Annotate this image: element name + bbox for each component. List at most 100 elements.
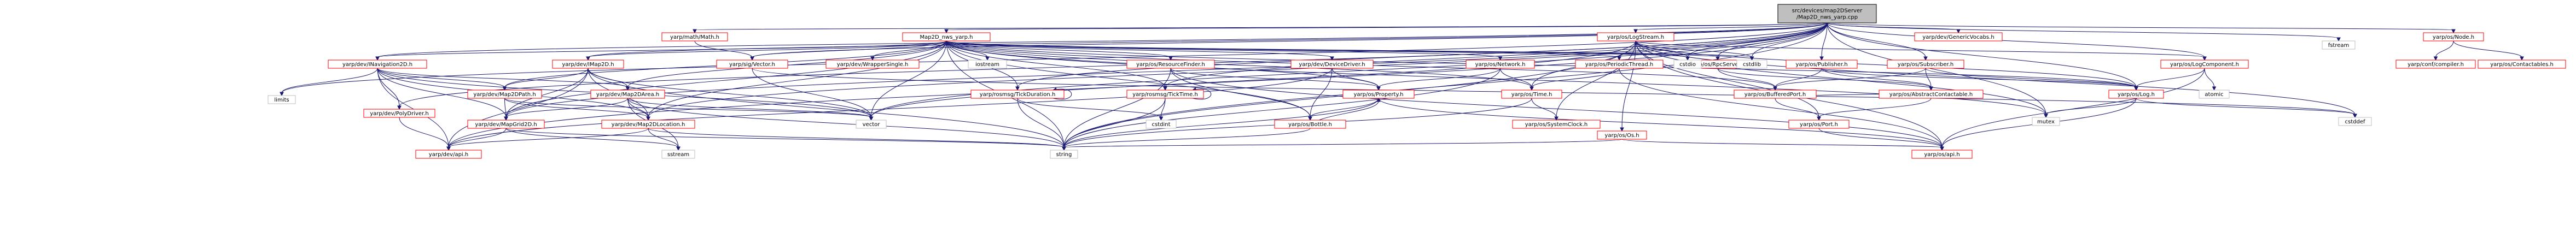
node-imap2d[interactable]: yarp/dev/IMap2D.h <box>552 60 624 69</box>
edge-map2d_nws_yarp_h-to-imap2d <box>586 40 947 61</box>
node-osapi[interactable]: yarp/os/api.h <box>1911 150 1973 159</box>
edge-mapgrid2d-to-sstream <box>505 128 681 151</box>
node-label: Map2D_nws_yarp.h <box>920 34 973 40</box>
node-map2dlocation[interactable]: yarp/dev/Map2DLocation.h <box>601 120 695 129</box>
node-systemclock[interactable]: yarp/os/SystemClock.h <box>1512 120 1601 129</box>
edge-mapgrid2d-to-string <box>505 128 1066 151</box>
node-logstream[interactable]: yarp/os/LogStream.h <box>1597 32 1674 41</box>
edge-root-to-vector <box>869 22 1828 121</box>
node-map2d_nws_yarp_h[interactable]: Map2D_nws_yarp.h <box>902 32 991 41</box>
node-inav2d[interactable]: yarp/dev/INavigation2D.h <box>328 60 427 69</box>
node-cstdio: cstdio <box>1673 60 1702 69</box>
node-math[interactable]: yarp/math/Math.h <box>661 32 728 41</box>
edge-map2d_nws_yarp_h-to-devicedriver <box>946 40 1334 61</box>
edge-root-to-logstream <box>1633 22 1828 34</box>
node-ostime[interactable]: yarp/os/Time.h <box>1501 90 1562 99</box>
node-label: iostream <box>975 62 999 68</box>
edge-logcomponent-to-atomic <box>2204 68 2217 91</box>
node-label: yarp/os/LogComponent.h <box>2170 62 2239 68</box>
edge-periodicthread-to-ostime <box>1530 68 1620 91</box>
edge-tickduration-to-string <box>1017 98 1066 151</box>
node-resourcefinder[interactable]: yarp/os/ResourceFinder.h <box>1126 60 1215 69</box>
node-yarpconfig[interactable]: yarp/conf/compiler.h <box>2395 60 2476 69</box>
edge-map2dlocation-to-sstream <box>648 128 681 151</box>
node-publisher[interactable]: yarp/os/Publisher.h <box>1786 60 1858 69</box>
node-map2dpath[interactable]: yarp/dev/Map2DPath.h <box>467 90 542 99</box>
node-ticktime[interactable]: yarp/rosmsg/TickTime.h <box>1126 90 1204 99</box>
node-network[interactable]: yarp/os/Network.h <box>1466 60 1535 69</box>
node-label: yarp/os/Port.h <box>1800 122 1838 128</box>
edge-resourcefinder-to-string <box>1062 68 1171 151</box>
node-mutex: mutex <box>2032 117 2060 126</box>
node-genericvocabs[interactable]: yarp/dev/GenericVocabs.h <box>1914 32 2003 41</box>
edge-map2d_nws_yarp_h-to-inav2d <box>375 40 947 61</box>
edge-math-to-sigvector <box>694 40 754 61</box>
node-label: yarp/dev/Map2DPath.h <box>473 92 536 98</box>
node-label: yarp/rosmsg/TickTime.h <box>1132 92 1198 98</box>
node-label: cstdint <box>1152 122 1170 128</box>
edge-node-to-yarpconfig <box>2433 40 2454 61</box>
node-label: yarp/os/Subscriber.h <box>1898 62 1953 68</box>
edge-root-to-rpcserver <box>1716 22 1828 61</box>
edge-root-to-publisher <box>1819 22 1828 61</box>
node-label: yarp/dev/MapGrid2D.h <box>475 122 537 128</box>
node-label: yarp/os/Node.h <box>2433 34 2474 40</box>
node-label: yarp/os/LogStream.h <box>1607 34 1664 40</box>
node-logcomponent[interactable]: yarp/os/LogComponent.h <box>2160 60 2249 69</box>
node-label: yarp/dev/DeviceDriver.h <box>1299 62 1365 68</box>
edge-map2d_nws_yarp_h-to-ticktime <box>946 40 1167 91</box>
node-bottle[interactable]: yarp/os/Bottle.h <box>1274 120 1346 129</box>
node-map2darea[interactable]: yarp/dev/Map2DArea.h <box>590 90 665 99</box>
node-tickduration[interactable]: yarp/rosmsg/TickDuration.h <box>970 90 1065 99</box>
node-fstream: fstream <box>2322 40 2356 50</box>
edge-mapgrid2d-to-devapi <box>446 128 507 151</box>
node-label: yarp/dev/WrapperSingle.h <box>837 62 909 68</box>
edge-osh-to-osapi <box>1621 139 1944 151</box>
edge-map2dlocation-to-devapi <box>446 128 649 151</box>
edge-osh-to-string <box>1062 139 1623 151</box>
node-devicedriver[interactable]: yarp/dev/DeviceDriver.h <box>1290 60 1374 69</box>
node-label: /Map2D_nws_yarp.cpp <box>1796 15 1858 21</box>
node-label: yarp/dev/IMap2D.h <box>562 62 614 68</box>
edge-root-to-math <box>693 22 1828 34</box>
node-osh[interactable]: yarp/os/Os.h <box>1597 130 1647 140</box>
edge-inav2d-to-polydriver <box>377 68 402 110</box>
node-label: yarp/os/Property.h <box>1354 92 1404 98</box>
node-periodicthread[interactable]: yarp/os/PeriodicThread.h <box>1575 60 1664 69</box>
node-limits: limits <box>268 95 296 104</box>
node-devapi[interactable]: yarp/dev/api.h <box>415 150 482 159</box>
node-abstractcontactable[interactable]: yarp/os/AbstractContactable.h <box>1879 90 1984 99</box>
node-bufferedport[interactable]: yarp/os/BufferedPort.h <box>1734 90 1817 99</box>
edge-root-to-node <box>1827 22 2456 34</box>
node-node[interactable]: yarp/os/Node.h <box>2423 32 2484 41</box>
node-property[interactable]: yarp/os/Property.h <box>1342 90 1415 99</box>
node-wrappersingle[interactable]: yarp/dev/WrapperSingle.h <box>825 60 920 69</box>
edge-logstream-to-cstdlib <box>1635 40 1754 61</box>
node-sigvector[interactable]: yarp/sig/Vector.h <box>716 60 788 69</box>
edge-root-to-fstream <box>1827 22 2341 42</box>
edge-publisher-to-bufferedport <box>1773 68 1822 91</box>
node-contactables[interactable]: yarp/os/Contactables.h <box>2478 60 2566 69</box>
node-label: yarp/rosmsg/TickDuration.h <box>980 92 1056 98</box>
node-string: string <box>1050 150 1078 159</box>
node-label: cstdio <box>1679 62 1696 68</box>
node-label: yarp/dev/api.h <box>429 152 468 158</box>
node-port[interactable]: yarp/os/Port.h <box>1788 120 1850 129</box>
node-subscriber[interactable]: yarp/os/Subscriber.h <box>1887 60 1964 69</box>
node-label: yarp/os/ResourceFinder.h <box>1136 62 1205 68</box>
node-label: cstdlib <box>1743 62 1761 68</box>
node-log[interactable]: yarp/os/Log.h <box>2108 90 2164 99</box>
node-label: mutex <box>2037 119 2055 125</box>
edge-logstream-to-osh <box>1620 40 1636 132</box>
node-label: yarp/os/BufferedPort.h <box>1745 92 1806 98</box>
edge-map2darea-to-map2dlocation <box>627 98 650 121</box>
node-vector: vector <box>856 120 887 129</box>
node-polydriver[interactable]: yarp/dev/PolyDriver.h <box>363 109 435 118</box>
edge-network-to-property <box>1376 68 1501 91</box>
edge-log-to-cstddef <box>2136 98 2357 118</box>
node-label: yarp/dev/PolyDriver.h <box>370 111 429 117</box>
node-mapgrid2d[interactable]: yarp/dev/MapGrid2D.h <box>467 120 545 129</box>
edge-subscriber-to-bufferedport <box>1773 68 1926 91</box>
edge-property-to-osapi <box>1378 98 1944 151</box>
node-label: yarp/dev/GenericVocabs.h <box>1922 34 1994 40</box>
